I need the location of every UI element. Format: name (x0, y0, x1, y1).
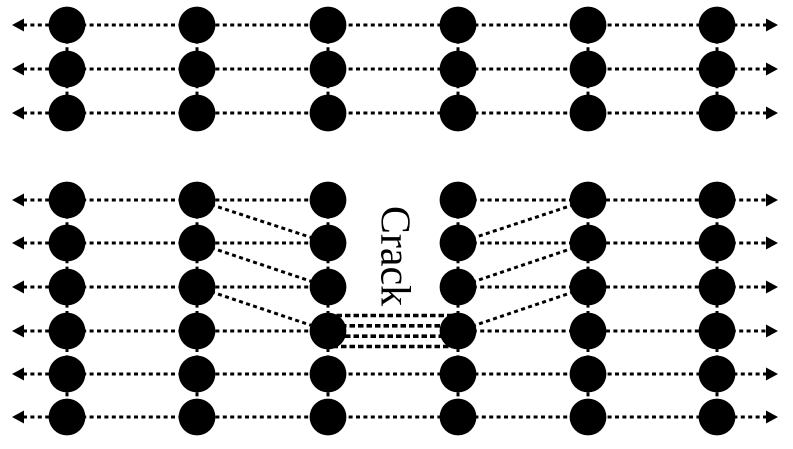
atom (309, 312, 347, 350)
atom (439, 6, 477, 44)
left-tension-arrow (12, 62, 24, 76)
left-tension-arrow (12, 410, 24, 424)
atom (178, 355, 216, 393)
right-tension-arrow (766, 106, 778, 120)
right-tension-arrow (766, 18, 778, 32)
left-tension-arrow (12, 18, 24, 32)
atom (698, 355, 736, 393)
atom (178, 268, 216, 306)
atom (309, 398, 347, 436)
atom (309, 355, 347, 393)
atom (698, 94, 736, 132)
atom (569, 398, 607, 436)
diagonal-bond (457, 241, 589, 289)
atom (309, 6, 347, 44)
atom (569, 181, 607, 219)
atom (698, 268, 736, 306)
right-tension-arrow (766, 280, 778, 294)
atom (569, 6, 607, 44)
atom (48, 6, 86, 44)
atom (698, 398, 736, 436)
atom (569, 50, 607, 88)
atom (439, 268, 477, 306)
atom (439, 224, 477, 262)
left-tension-arrow (12, 193, 24, 207)
atom (48, 268, 86, 306)
right-tension-arrow (766, 324, 778, 338)
atom (178, 181, 216, 219)
top-lattice (12, 6, 778, 132)
atom (698, 312, 736, 350)
right-tension-arrow (766, 193, 778, 207)
atom (178, 6, 216, 44)
atom (309, 50, 347, 88)
atom (309, 268, 347, 306)
atom (569, 312, 607, 350)
atom (439, 312, 477, 350)
diagonal-bond (196, 285, 329, 333)
right-tension-arrow (766, 410, 778, 424)
atom (309, 181, 347, 219)
diagonal-bond (196, 241, 329, 289)
atom (309, 94, 347, 132)
atom (309, 224, 347, 262)
atom (569, 94, 607, 132)
atom (698, 224, 736, 262)
atom (48, 355, 86, 393)
atom (439, 94, 477, 132)
atom (48, 312, 86, 350)
atom (48, 94, 86, 132)
right-tension-arrow (766, 236, 778, 250)
atom (569, 355, 607, 393)
right-tension-arrow (766, 367, 778, 381)
atom (698, 181, 736, 219)
bottom-lattice (12, 181, 778, 436)
atom (178, 398, 216, 436)
diagonal-bond (457, 198, 589, 245)
atom (569, 224, 607, 262)
atom (178, 94, 216, 132)
atom (698, 50, 736, 88)
diagonal-bond (196, 198, 329, 245)
atom (439, 181, 477, 219)
left-tension-arrow (12, 367, 24, 381)
right-tension-arrow (766, 62, 778, 76)
atom (48, 224, 86, 262)
atom (48, 181, 86, 219)
left-tension-arrow (12, 236, 24, 250)
atom (698, 6, 736, 44)
atom (569, 268, 607, 306)
left-tension-arrow (12, 324, 24, 338)
atom (178, 312, 216, 350)
left-tension-arrow (12, 280, 24, 294)
atom (439, 398, 477, 436)
atom (48, 398, 86, 436)
atom (48, 50, 86, 88)
left-tension-arrow (12, 106, 24, 120)
atom (178, 50, 216, 88)
atom (439, 50, 477, 88)
crack-label: Crack (371, 206, 417, 306)
atom (439, 355, 477, 393)
atom (178, 224, 216, 262)
diagonal-bond (457, 285, 589, 333)
